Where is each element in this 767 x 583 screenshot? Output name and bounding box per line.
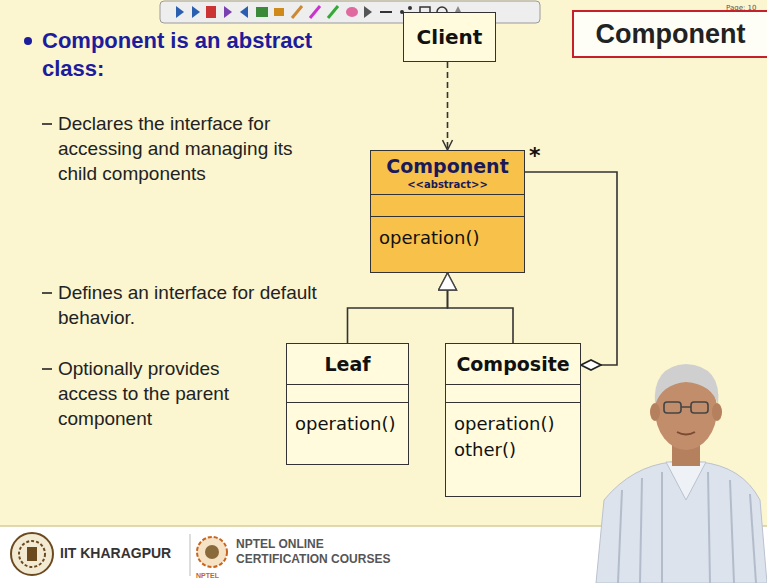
bullet-text: Defines an interface for default behavio… bbox=[58, 280, 358, 330]
class-compartment: operation()other() bbox=[446, 402, 580, 496]
class-compartment: Leaf bbox=[287, 344, 408, 384]
footer-divider bbox=[190, 534, 191, 576]
class-compartment: Component<<abstract>> bbox=[371, 151, 524, 194]
class-box: Leaf operation() bbox=[286, 343, 409, 465]
footer-institute: IIT KHARAGPUR bbox=[60, 545, 185, 562]
operation-name: operation() bbox=[295, 411, 395, 437]
aggregation-line bbox=[525, 172, 617, 365]
class-name: Component bbox=[386, 154, 508, 178]
class-compartment bbox=[371, 194, 524, 216]
footer-course: NPTEL ONLINE CERTIFICATION COURSES bbox=[236, 537, 411, 567]
footer-logo-text: NPTEL bbox=[196, 571, 236, 580]
bullet-text: Declares the interface for accessing and… bbox=[58, 111, 308, 186]
class-compartment bbox=[446, 384, 580, 402]
page-number: Page: 10 bbox=[726, 4, 766, 13]
abstract-class-box: Component<<abstract>> operation() bbox=[370, 150, 525, 273]
bullet-dot bbox=[24, 37, 32, 45]
class-box: Composite operation()other() bbox=[445, 343, 581, 497]
slide-title-box: Component bbox=[572, 10, 767, 58]
bullet-dash bbox=[42, 292, 52, 294]
class-name: Client bbox=[417, 25, 483, 49]
nptel-logo bbox=[197, 537, 227, 567]
operation-name: operation() bbox=[454, 411, 554, 437]
presenter-figure bbox=[596, 364, 767, 583]
slide-title: Component bbox=[596, 19, 746, 50]
inheritance-line bbox=[348, 273, 448, 343]
bullet-text: Optionally provides access to the parent… bbox=[58, 356, 258, 431]
class-compartment bbox=[287, 384, 408, 402]
class-compartment: Composite bbox=[446, 344, 580, 384]
class-name: Composite bbox=[456, 352, 569, 376]
inheritance-line bbox=[448, 273, 514, 343]
class-compartment: operation() bbox=[287, 402, 408, 464]
operation-name: operation() bbox=[379, 225, 479, 251]
class-compartment: operation() bbox=[371, 216, 524, 272]
operation-name: other() bbox=[454, 437, 516, 463]
multiplicity: * bbox=[529, 144, 549, 168]
stereotype: <<abstract>> bbox=[407, 178, 488, 191]
bullet-dash bbox=[42, 368, 52, 370]
class-compartment: Client bbox=[404, 13, 495, 61]
dependency-arrow bbox=[447, 62, 449, 150]
bullet-heading: Component is an abstract class: bbox=[42, 27, 342, 83]
class-name: Leaf bbox=[324, 352, 370, 376]
bullet-dash bbox=[42, 123, 52, 125]
iit-logo bbox=[11, 533, 53, 575]
class-box: Client bbox=[403, 12, 496, 62]
